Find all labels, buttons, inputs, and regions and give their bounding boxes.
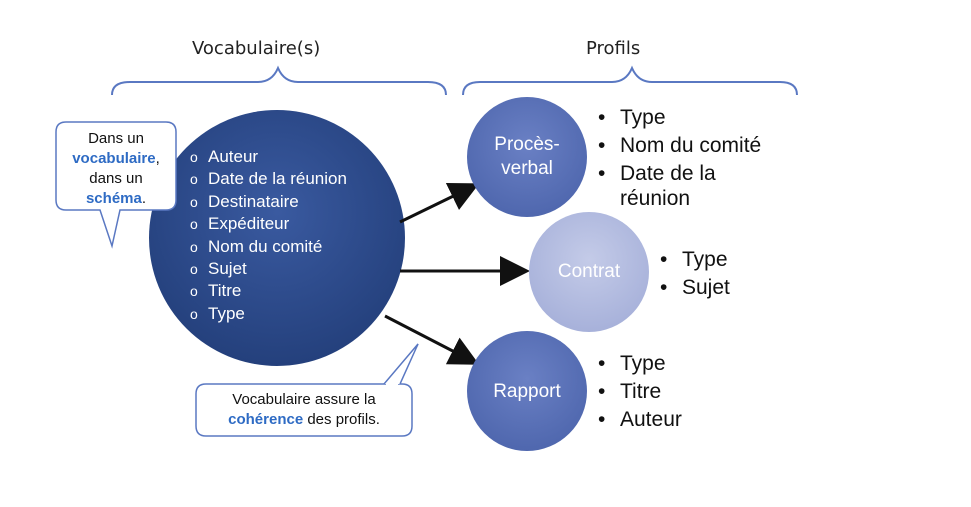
profile-label-proces-verbal: Procès- verbal <box>494 134 560 179</box>
attributes-contrat: •Type •Sujet <box>660 247 730 300</box>
attribute-item: •Titre <box>598 380 662 403</box>
callout-top-comma: , <box>155 150 160 167</box>
callout-top-keyword-schema: schéma <box>85 190 142 207</box>
vocab-brace <box>111 65 447 96</box>
header-profils: Profils <box>586 38 641 59</box>
callout-top-bubble <box>55 121 177 249</box>
callout-top-text: Dans un vocabulaire, dans un schéma. <box>58 129 174 209</box>
callout-top-line3: dans un <box>89 170 143 187</box>
proces-verbal-circle <box>467 97 587 217</box>
callout-bottom-rest: des profils. <box>303 411 380 428</box>
arrow-to-proces-verbal <box>399 183 480 224</box>
attribute-item: •Sujet <box>660 276 730 299</box>
arrow-to-rapport <box>384 314 480 365</box>
callout-bottom-tail <box>383 343 419 385</box>
callout-bottom-bubble <box>195 343 419 437</box>
attribute-item: •Type <box>660 248 728 271</box>
callout-top-period: . <box>141 190 147 207</box>
header-vocabulaires: Vocabulaire(s) <box>192 38 321 59</box>
attribute-item: •Type <box>598 106 666 129</box>
contrat-circle <box>529 212 649 332</box>
callout-top-keyword-vocabulaire: vocabulaire <box>72 150 156 167</box>
profile-label-rapport: Rapport <box>493 381 561 402</box>
callout-top-line1: Dans un <box>88 130 144 147</box>
callout-bottom-keyword: cohérence <box>228 411 304 428</box>
callout-bottom-text: Vocabulaire assure la cohérence des prof… <box>198 390 410 430</box>
attribute-item: •Nom du comité <box>598 134 762 157</box>
profile-label-contrat: Contrat <box>557 261 621 282</box>
attribute-item: •Type <box>598 352 666 375</box>
attributes-rapport: •Type •Titre •Auteur <box>598 351 682 432</box>
attribute-item: •Auteur <box>598 408 682 431</box>
rapport-circle <box>467 331 587 451</box>
profils-brace <box>462 65 798 96</box>
callout-bottom-line1: Vocabulaire assure la <box>232 391 376 408</box>
vocabulary-circle <box>149 110 405 366</box>
